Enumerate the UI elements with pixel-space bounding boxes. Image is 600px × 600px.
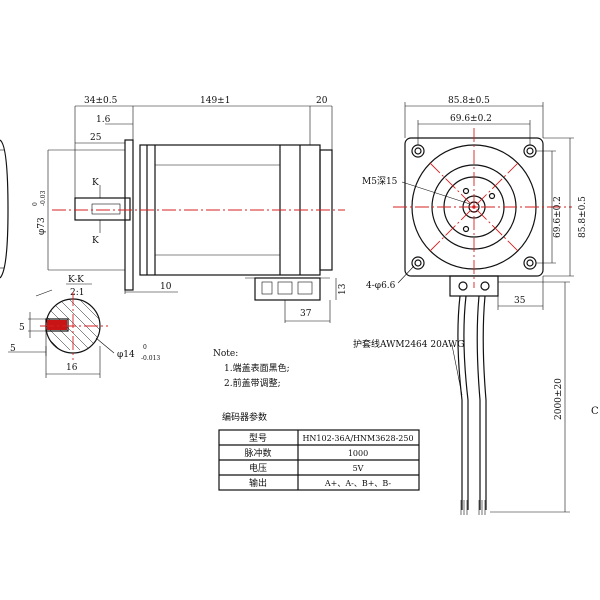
table-row-label: 型号 (249, 433, 267, 444)
front-view-dimensions: 85.8±0.5 69.6±0.2 69.6±0.2 85.8±0.5 M5深1… (362, 96, 588, 310)
thread-hole-label: M5深15 (362, 176, 398, 187)
dim-overall-height: 85.8±0.5 (578, 196, 588, 238)
dim-diameter-73: φ73 (37, 217, 47, 235)
section-title: K-K (68, 275, 84, 285)
dim-shaft-len: 25 (90, 133, 102, 143)
dim-tol-14-lower: -0.013 (141, 355, 160, 362)
note-item-1: 1.端盖表面黑色; (224, 362, 290, 374)
dim-hole-pitch-v: 69.6±0.2 (553, 196, 563, 238)
notes-title: Note: (213, 349, 238, 359)
dim-body-len: 149±1 (200, 96, 230, 106)
dim-flange-thk: 1.6 (96, 115, 111, 125)
cable-bundle: 护套线AWM2464 20AWG (353, 295, 487, 515)
dim-tol-73-upper: 0 (32, 202, 39, 206)
edge-char: C (591, 406, 599, 417)
cable-length-dimension: 2000±20 (490, 281, 570, 513)
table-row-label: 电压 (249, 462, 267, 474)
dim-tol-73-lower: -0.03 (40, 190, 47, 206)
key-mark-top: K (92, 178, 99, 188)
front-view (393, 128, 572, 297)
encoder-table: 编码器参数 型号 HN102-36A/HNM3628-250 脉冲数 1000 … (218, 411, 420, 491)
notes: Note: 1.端盖表面黑色; 2.前盖带调整; (213, 349, 290, 389)
dim-cable-offset: 35 (514, 296, 526, 306)
table-row-value: A+、A-、B+、B- (324, 479, 392, 488)
side-view: K K (52, 139, 345, 301)
dim-key-depth: 5 (10, 344, 16, 354)
note-item-2: 2.前盖带调整; (224, 377, 281, 389)
table-row-value: HN102-36A/HNM3628-250 (302, 434, 413, 443)
section-scale: 2:1 (70, 288, 84, 298)
encoder-table-title: 编码器参数 (222, 411, 267, 423)
table-row-label: 输出 (249, 477, 267, 489)
table-row-value: 5V (353, 464, 364, 473)
dim-shaft-diameter: φ14 (117, 350, 135, 360)
mount-holes-label: 4-φ6.6 (366, 281, 396, 291)
dim-conn-width: 37 (300, 309, 312, 319)
dim-overall-width: 85.8±0.5 (448, 96, 490, 106)
dim-conn-height: 13 (338, 283, 348, 295)
section-k-k: K-K 2:1 5 5 (8, 275, 160, 378)
dim-hole-pitch: 69.6±0.2 (450, 114, 492, 124)
left-partial-view (0, 139, 9, 279)
dim-cable-length: 2000±20 (554, 378, 564, 420)
cable-label: 护套线AWM2464 20AWG (353, 338, 464, 350)
dim-front-len: 34±0.5 (84, 96, 118, 106)
key-mark-bottom: K (92, 236, 99, 246)
dim-rear-len: 20 (316, 96, 328, 106)
table-row-label: 脉冲数 (244, 447, 271, 459)
dim-tol-14-upper: 0 (143, 344, 147, 351)
table-row-value: 1000 (348, 449, 368, 458)
dim-rear-offset: 10 (160, 282, 172, 292)
dim-key-width: 5 (19, 323, 25, 333)
dim-shaft-flat: 16 (66, 363, 78, 373)
side-view-dimensions: 34±0.5 149±1 20 1.6 25 φ73 0 -0.03 10 13… (32, 96, 348, 323)
